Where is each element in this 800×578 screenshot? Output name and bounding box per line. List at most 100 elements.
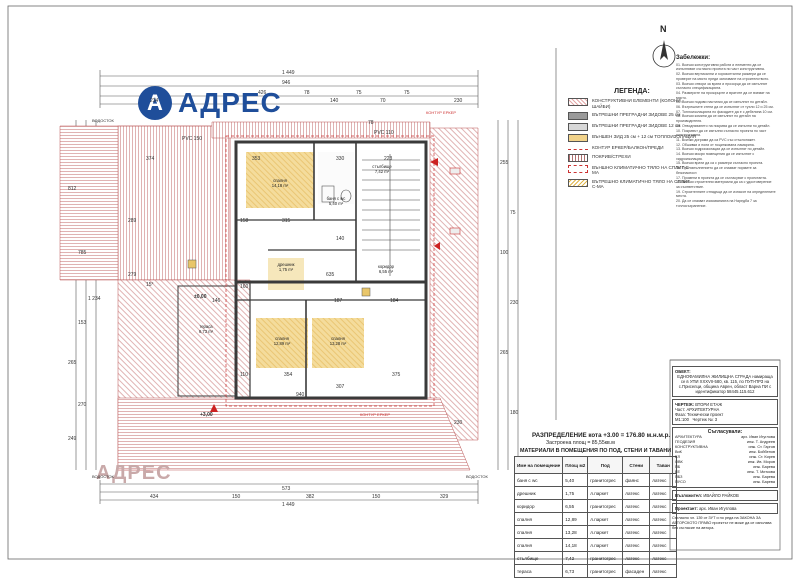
note-line: 15. Всички врати да са с размери съгласн… [676, 161, 764, 166]
dim-right: 100 [500, 250, 509, 256]
dim-interior: 330 [336, 156, 345, 162]
ac-units [187, 167, 461, 297]
note-line: 13. Всички хидроизолации да се изпълнят … [676, 147, 766, 152]
compass-label: N [660, 24, 667, 34]
investor-box: Възложител: ИВАЙЛО РАЙКОВ [672, 490, 778, 501]
drain-label: ВОДОСТОК [92, 474, 114, 479]
dim-left: 249 [68, 436, 77, 442]
notes-block: Забележки: 01. Всички конструктивни рабо… [676, 55, 776, 209]
dim-interior: 223 [384, 156, 393, 162]
table-header-row: Име на помещение Площ м2 Под Стени Таван [513, 456, 678, 474]
note-line: 09. Отводняването на покрива да се изпъл… [676, 123, 771, 128]
gutter-label: PVC 150 [182, 136, 203, 142]
materials-table: Име на помещение Площ м2 Под Стени Таван… [513, 456, 678, 578]
room-fills [246, 152, 364, 368]
dim-interior: 110 [240, 372, 248, 378]
level-mark: ±0,00 [194, 294, 207, 300]
dim-bottom-part: 382 [306, 494, 315, 500]
dim-top-part: 75 [356, 90, 362, 96]
dim-left: 153 [78, 320, 87, 326]
dim-left: 265 [68, 360, 77, 366]
dim-interior: 375 [392, 372, 401, 378]
note-line: 03. Всички отвори за врати и прозорци да… [676, 81, 768, 91]
logo-text: АДРЕС [178, 87, 282, 118]
legend-item: ВЪТРЕШНО КЛИМАТИЧНО ТЯЛО НА СПЛИТ С-МА [568, 178, 696, 190]
dim-top-right: 230 [454, 98, 463, 104]
note-line: 02. Всички вертикални и хоризонтални раз… [676, 72, 770, 81]
dim-top-left: 234 [150, 98, 159, 104]
dim-interior: 940 [296, 392, 305, 398]
legend-item: ВЪНШНО КЛИМАТИЧНО ТЯЛО НА СПЛИТ С-МА [568, 164, 696, 176]
dim-interior: 315 [282, 218, 291, 224]
object-box: ОБЕКТ: ЕДНОФАМИЛНА ЖИЛИЩНА СГРАДА намира… [672, 366, 778, 397]
note-line: 12. Обшивки и поли от поцинкована ламари… [676, 142, 755, 147]
legend-item: КОНТУР ЕРКЕР/БАЛКОН/ПРЕДИ [568, 145, 696, 151]
legend-title: ЛЕГЕНДА: [614, 88, 650, 95]
note-line: 06. Вътрешните стени да се изпълнят от т… [676, 105, 774, 110]
note-line: 17. Промени в проекта да се съгласуват с… [676, 175, 767, 180]
dim-left: 785 [78, 250, 87, 256]
dim-interior: 354 [284, 372, 293, 378]
sheet-frame [7, 5, 793, 560]
dim-interior: 289 [128, 218, 137, 224]
copyright-note: Съгласно чл. 139 от ЗУТ и по реда на ЗАК… [672, 516, 772, 530]
roof-slope: 15° [146, 282, 154, 288]
note-line: 07. Топлоизолацията по фасадите да е с д… [676, 109, 773, 114]
dim-bottom-part: 150 [232, 494, 241, 500]
dim-interior: 140 [336, 236, 345, 242]
section-arrows [210, 158, 440, 412]
bay-contour [225, 135, 435, 407]
legend-item: КОНСТРУКТИВНИ ЕЛЕМЕНТИ (КОЛОНИ, ШАЙБИ) [568, 98, 696, 109]
legend-item: ВЪТРЕШНИ ПРЕГРАДНИ ЗИДОВЕ 12 см [568, 123, 696, 131]
dim-top-part: 78 [304, 90, 310, 96]
dim-interior: 78 [368, 120, 374, 126]
drawing-box: ЧЕРТЕЖ: ВТОРИ ЕТАЖ Част: АРХИТЕКТУРНА Фа… [672, 399, 778, 425]
dim-interior: 307 [336, 384, 345, 390]
dim-interior: 279 [128, 272, 137, 278]
dim-right: 75 [510, 210, 516, 216]
dim-top-part: 75 [404, 90, 410, 96]
note-line: 05. Всички подови настилки да се изпълня… [676, 100, 768, 105]
title-frame [555, 48, 781, 551]
note-line: 16. При изпълнението да се спазват норми… [676, 166, 757, 175]
gutter-label: PVC 110 [374, 130, 394, 136]
level-mark: +3,00 [200, 412, 213, 418]
note-line: 10. Покривът да се изпълни съгласно прое… [676, 128, 767, 138]
dim-top-part: 70 [380, 98, 386, 104]
note-line: 04. Размерите на прозорците и вратите да… [676, 90, 770, 100]
floor-plan-drawing [7, 5, 793, 560]
legend: ЛЕГЕНДА: КОНСТРУКТИВНИ ЕЛЕМЕНТИ (КОЛОНИ,… [568, 88, 696, 193]
dim-interior: 184 [390, 298, 399, 304]
walls [177, 140, 428, 400]
note-line: 18. Всички строителни материали да са с … [676, 180, 772, 189]
drain-label: ВОДОСТОК [466, 474, 488, 479]
distribution-subtitle: Застроена площ = 85,55кв.м [546, 440, 615, 446]
legend-item: ПОКРИВ/СТРЕХИ [568, 153, 696, 162]
roof-eaves [59, 121, 479, 471]
dim-interior: 187 [334, 298, 343, 304]
title-block: ОБЕКТ: ЕДНОФАМИЛНА ЖИЛИЩНА СГРАДА намира… [672, 366, 778, 531]
note-line: 20. Да се спазват изискванията на Наредб… [676, 199, 757, 208]
dim-interior: 158 [240, 218, 249, 224]
dim-top-mid: 946 [282, 80, 291, 86]
notes-title: Забележки: [676, 55, 711, 61]
note-line: 14. Всички мокри помещения да се изпълня… [676, 152, 755, 161]
dim-left: 270 [78, 402, 87, 408]
dim-interior: 353 [252, 156, 261, 162]
contour-label: КОНТУР ЕРКЕР [426, 110, 457, 115]
dim-right: 255 [500, 160, 509, 166]
dim-interior: 374 [146, 156, 155, 162]
north-compass: N [650, 24, 678, 77]
